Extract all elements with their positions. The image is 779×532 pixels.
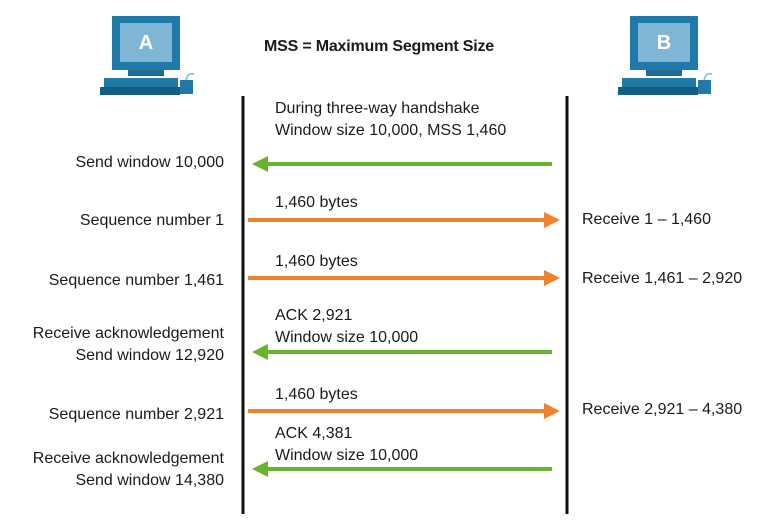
mouse bbox=[698, 80, 711, 94]
left-seq-3: Sequence number 2,921 bbox=[48, 406, 224, 423]
left-ack-received-1: Receive acknowledgement bbox=[32, 325, 224, 342]
ack-2-window: Window size 10,000 bbox=[275, 447, 419, 464]
monitor-screen bbox=[638, 23, 690, 62]
keyboard bbox=[622, 78, 696, 87]
computer-a-icon: A bbox=[100, 16, 195, 95]
monitor-screen bbox=[120, 23, 172, 62]
segment-1-bytes: 1,460 bytes bbox=[275, 194, 358, 211]
arrow-data-segment-3 bbox=[248, 403, 560, 419]
left-send-window-1: Send window 10,000 bbox=[75, 154, 224, 171]
segment-2-bytes: 1,460 bytes bbox=[275, 253, 358, 270]
ack-2-number: ACK 4,381 bbox=[275, 425, 353, 442]
arrow-ack-2 bbox=[252, 461, 552, 477]
host-a-label: A bbox=[139, 32, 153, 54]
arrow-data-segment-1 bbox=[248, 212, 560, 228]
ack-1-number: ACK 2,921 bbox=[275, 307, 353, 324]
handshake-line-1: During three-way handshake bbox=[275, 100, 480, 117]
keyboard bbox=[104, 78, 178, 87]
mouse bbox=[180, 80, 193, 94]
diagram-title: MSS = Maximum Segment Size bbox=[264, 38, 494, 55]
left-send-window-2: Send window 12,920 bbox=[75, 347, 224, 364]
computer-b-icon: B bbox=[618, 16, 713, 95]
arrow-handshake-window bbox=[252, 156, 552, 172]
left-send-window-3: Send window 14,380 bbox=[75, 472, 224, 489]
left-seq-2: Sequence number 1,461 bbox=[48, 272, 224, 289]
ack-1-window: Window size 10,000 bbox=[275, 329, 419, 346]
arrow-ack-1 bbox=[252, 344, 552, 360]
arrow-data-segment-2 bbox=[248, 270, 560, 286]
host-b-label: B bbox=[657, 32, 671, 54]
segment-3-bytes: 1,460 bytes bbox=[275, 386, 358, 403]
right-receive-3: Receive 2,921 – 4,380 bbox=[582, 401, 743, 418]
handshake-line-2: Window size 10,000, MSS 1,460 bbox=[275, 122, 507, 139]
right-receive-2: Receive 1,461 – 2,920 bbox=[582, 270, 743, 287]
left-seq-1: Sequence number 1 bbox=[79, 212, 224, 229]
left-ack-received-2: Receive acknowledgement bbox=[32, 450, 224, 467]
right-receive-1: Receive 1 – 1,460 bbox=[582, 211, 711, 228]
